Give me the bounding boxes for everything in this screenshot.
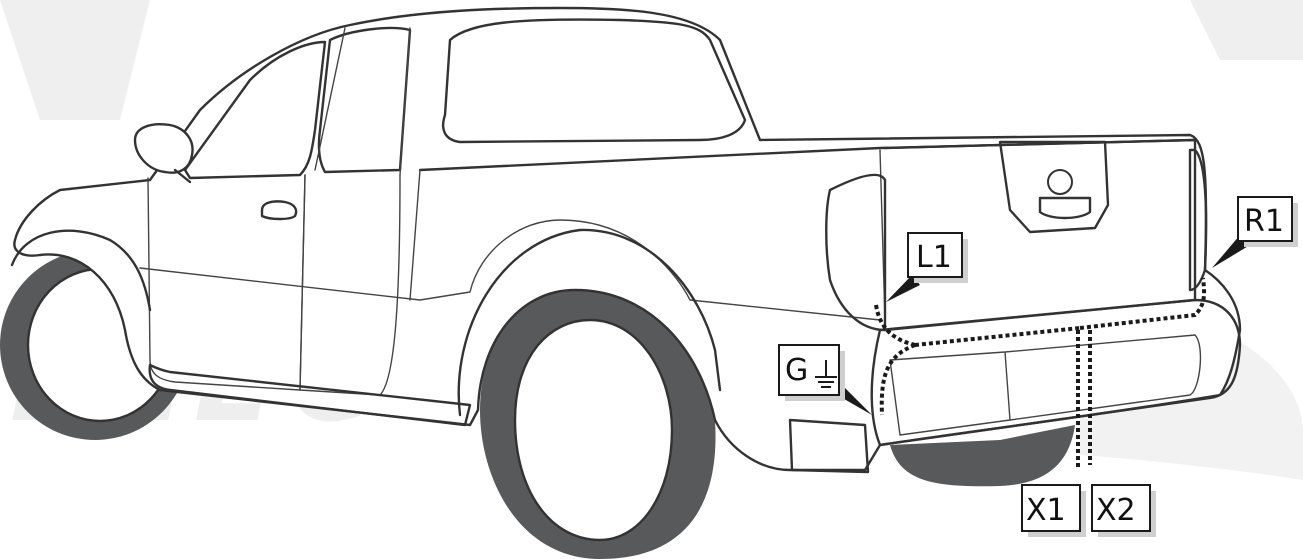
callout-r1-text: R1 <box>1244 204 1284 239</box>
pickup-truck-illustration <box>0 8 1240 559</box>
callout-x1-text: X1 <box>1026 493 1066 528</box>
callout-l1-text: L1 <box>916 240 952 275</box>
callout-x2: X2 <box>1092 485 1156 537</box>
callout-x1: X1 <box>1022 485 1086 537</box>
rear-rim-left <box>515 320 672 540</box>
callout-x2-text: X2 <box>1096 493 1136 528</box>
callout-g-text: G <box>785 353 808 388</box>
tailgate-lock <box>1048 170 1072 194</box>
callout-r1: R1 <box>1212 197 1298 268</box>
side-mirror <box>135 124 193 172</box>
